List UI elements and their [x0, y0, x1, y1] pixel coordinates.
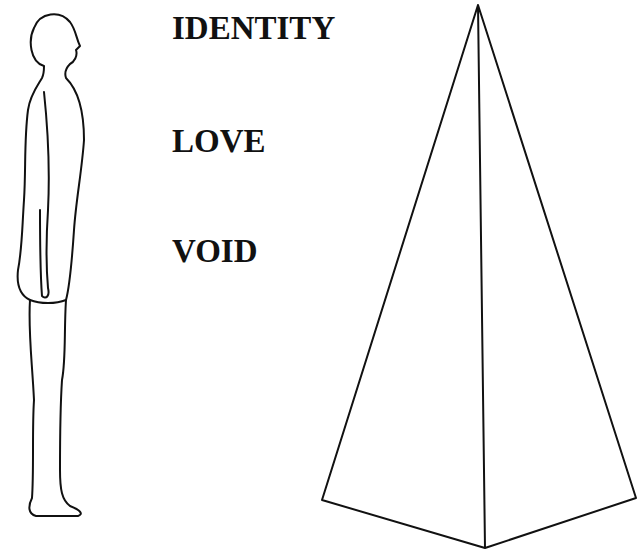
concept-label: VOID — [172, 235, 258, 268]
concept-label: IDENTITY — [172, 12, 335, 45]
concept-label: LOVE — [172, 125, 266, 158]
figure-hip — [30, 300, 66, 303]
human-figure — [18, 14, 84, 516]
figure-arm — [40, 92, 49, 298]
pyramid — [322, 5, 636, 548]
